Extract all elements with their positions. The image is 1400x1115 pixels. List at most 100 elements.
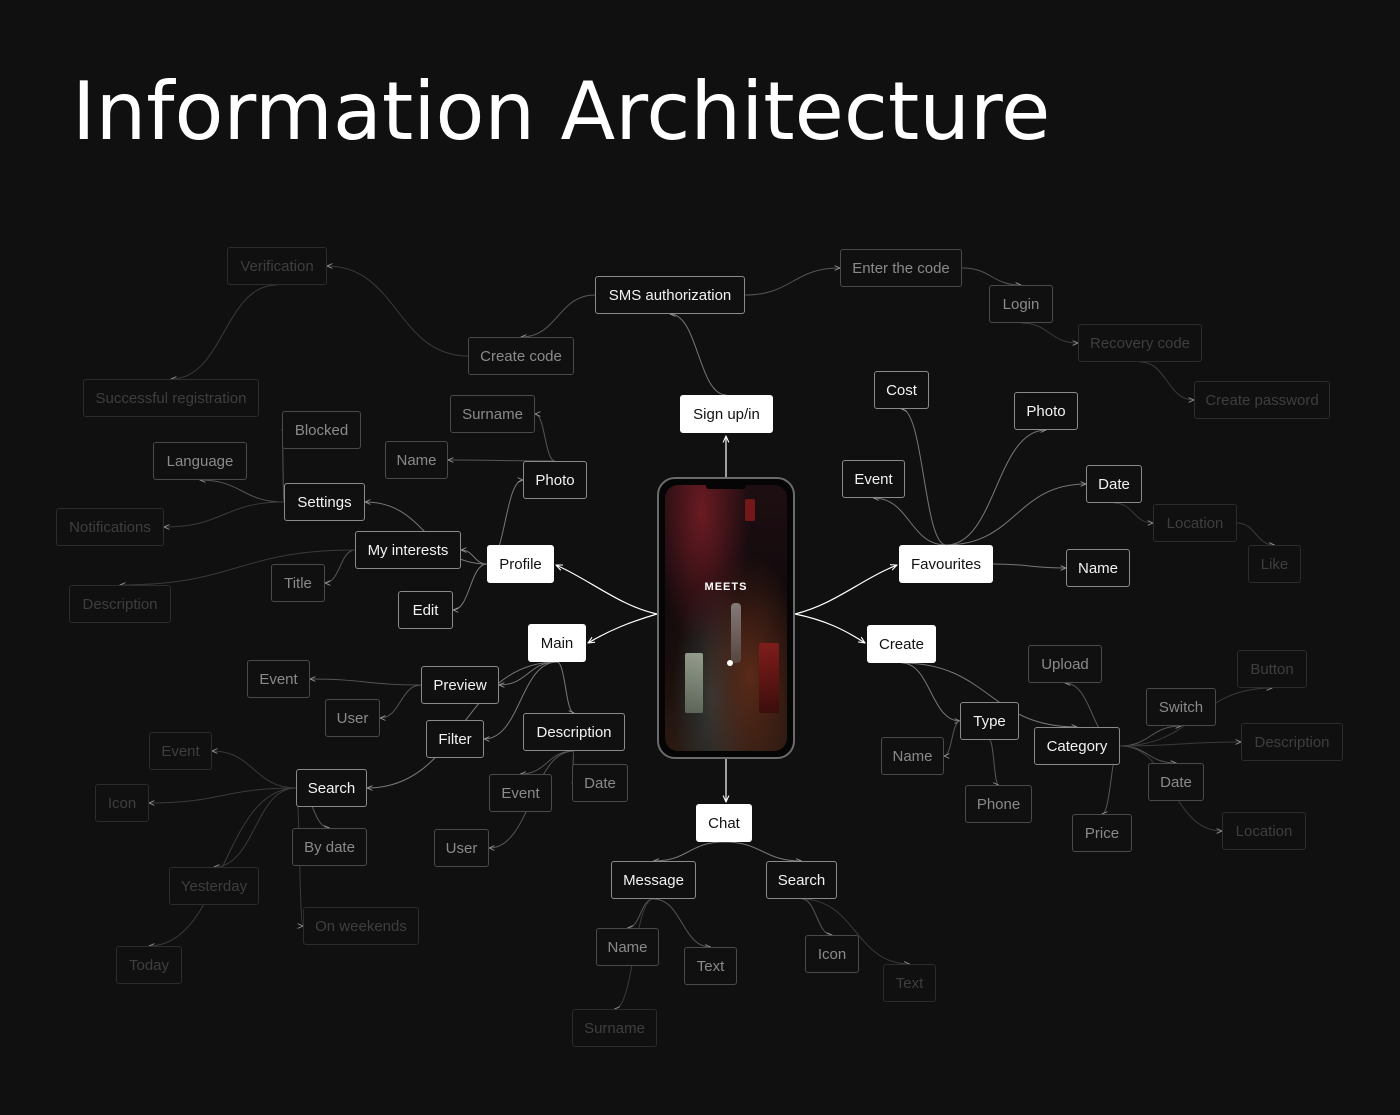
node-i-desc: Description — [69, 585, 171, 623]
page-title: Information Architecture — [72, 65, 1051, 158]
node-upload: Upload — [1028, 645, 1102, 683]
node-c-text2: Text — [883, 964, 936, 1002]
node-create: Create — [867, 625, 936, 663]
edge-chat-message — [654, 841, 725, 861]
edge-search-s_icon — [149, 787, 297, 803]
edge-c_search-c_icon — [801, 898, 833, 935]
edge-c_search-c_text2 — [801, 898, 910, 964]
edge-description-d_event — [521, 750, 575, 774]
node-edit: Edit — [398, 591, 453, 629]
node-weekends: On weekends — [303, 907, 419, 945]
edge-verification-successful — [171, 284, 278, 379]
node-m-user: User — [325, 699, 380, 737]
edge-search-s_event — [212, 751, 297, 789]
node-message: Message — [611, 861, 696, 899]
edge-p_photo-p_name — [448, 460, 556, 461]
edge-signup-sms — [670, 314, 727, 396]
edge-f_date-location — [1113, 502, 1153, 523]
edge-main-description — [556, 661, 574, 713]
edge-recovery-create_password — [1139, 361, 1194, 400]
edge-login-recovery — [1020, 322, 1078, 343]
node-cat-date: Date — [1148, 763, 1204, 801]
node-today: Today — [116, 946, 182, 984]
edge-favourites-f_name — [992, 563, 1066, 568]
edge-favourites-cost — [902, 409, 947, 546]
node-d-user: User — [434, 829, 489, 867]
edge-profile-interests — [461, 550, 488, 565]
edge-preview-m_user — [380, 684, 422, 718]
app-logo: MEETS — [704, 581, 748, 593]
edge-category-cat_desc — [1119, 742, 1241, 747]
edge-create_code-verification — [327, 266, 469, 357]
node-surname: Surname — [450, 395, 535, 433]
edge-location-like — [1236, 522, 1275, 545]
node-f-name: Name — [1066, 549, 1130, 587]
node-preview: Preview — [421, 666, 499, 704]
edge-phone-create — [794, 613, 865, 643]
node-type: Type — [960, 702, 1019, 740]
node-settings: Settings — [284, 483, 365, 521]
node-favourites: Favourites — [899, 545, 993, 583]
node-p-photo: Photo — [523, 461, 587, 499]
node-cat-loc: Location — [1222, 812, 1306, 850]
node-like: Like — [1248, 545, 1301, 583]
node-c-search: Search — [766, 861, 837, 899]
node-location: Location — [1153, 504, 1237, 542]
edge-main-filter — [484, 661, 558, 739]
node-successful: Successful registration — [83, 379, 259, 417]
node-f-date: Date — [1086, 465, 1142, 503]
node-f-photo: Photo — [1014, 392, 1078, 430]
node-d-event: Event — [489, 774, 552, 812]
edge-message-c_text — [653, 898, 711, 947]
node-category: Category — [1034, 727, 1120, 765]
node-filter: Filter — [426, 720, 484, 758]
node-cat-desc: Description — [1241, 723, 1343, 761]
edge-settings-language — [200, 480, 285, 503]
edge-create-category — [901, 662, 1078, 727]
node-p-name: Name — [385, 441, 448, 479]
edge-settings-notifications — [164, 501, 285, 527]
edge-p_photo-surname — [535, 414, 556, 462]
edge-favourites-f_photo — [945, 430, 1046, 546]
edge-phone-favourites — [794, 565, 897, 615]
node-s-event: Event — [149, 732, 212, 770]
edge-phone-profile — [556, 565, 658, 615]
node-switch: Switch — [1146, 688, 1216, 726]
node-button: Button — [1237, 650, 1307, 688]
edge-create-type — [901, 662, 961, 721]
node-i-title: Title — [271, 564, 325, 602]
app-splash-screen — [665, 485, 787, 751]
edge-sms-create_code — [521, 294, 596, 337]
edge-chat-c_search — [723, 841, 802, 861]
edge-interests-i_desc — [120, 549, 356, 585]
node-main: Main — [528, 624, 586, 662]
node-c-name: Name — [596, 928, 659, 966]
node-blocked: Blocked — [282, 411, 361, 449]
node-create-password: Create password — [1194, 381, 1330, 419]
node-verification: Verification — [227, 247, 327, 285]
edge-profile-edit — [453, 563, 488, 610]
node-m-event: Event — [247, 660, 310, 698]
edge-category-cat_date — [1119, 745, 1176, 763]
node-d-date: Date — [572, 764, 628, 802]
node-t-phone: Phone — [965, 785, 1032, 823]
edge-search-yesterday — [214, 787, 297, 867]
edge-sms-enter_code — [744, 268, 840, 296]
node-c-icon: Icon — [805, 935, 859, 973]
node-language: Language — [153, 442, 247, 480]
node-signup: Sign up/in — [680, 395, 773, 433]
phone-mockup: MEETS — [657, 477, 795, 759]
node-by-date: By date — [292, 828, 367, 866]
edge-favourites-f_event — [874, 498, 947, 546]
node-yesterday: Yesterday — [169, 867, 259, 905]
node-create-code: Create code — [468, 337, 574, 375]
edge-category-switch — [1119, 726, 1181, 747]
node-interests: My interests — [355, 531, 461, 569]
node-login: Login — [989, 285, 1053, 323]
edge-preview-m_event — [310, 679, 422, 686]
node-c-text: Text — [684, 947, 737, 985]
node-search: Search — [296, 769, 367, 807]
node-enter-code: Enter the code — [840, 249, 962, 287]
node-chat: Chat — [696, 804, 752, 842]
